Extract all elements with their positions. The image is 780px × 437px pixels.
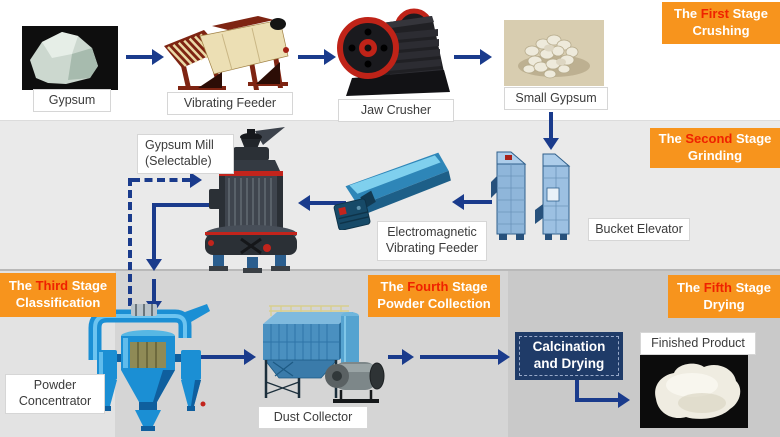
- label-line: Concentrator: [18, 394, 92, 409]
- powder-concentrator-image: [88, 304, 210, 431]
- stage-badge-third-line2: Classification: [15, 295, 101, 310]
- stage-badge-third: The Third Stage Classification: [0, 273, 116, 317]
- stage-badge-fifth: The Fifth Stage Drying: [668, 275, 780, 318]
- band-divider-2: [0, 269, 780, 271]
- label-electromagnetic-vibrating-feeder: Electromagnetic Vibrating Feeder: [377, 221, 487, 261]
- jaw-crusher-image: [337, 8, 450, 96]
- vibrating-feeder-image: [164, 16, 289, 90]
- stage-badge-first: The First Stage Crushing: [662, 2, 780, 44]
- label-line: Gypsum Mill: [145, 138, 214, 152]
- gypsum-image: [22, 26, 118, 90]
- label-powder-concentrator: Powder Concentrator: [5, 374, 105, 414]
- stage-badge-second-line2: Grinding: [687, 148, 743, 163]
- label-jaw-crusher: Jaw Crusher: [338, 99, 454, 123]
- label-bucket-elevator: Bucket Elevator: [588, 218, 690, 242]
- label-vibrating-feeder: Vibrating Feeder: [167, 92, 293, 116]
- label-small-gypsum: Small Gypsum: [504, 87, 608, 111]
- stage-badge-first-line1: The First Stage: [674, 6, 768, 22]
- label-gypsum-mill: Gypsum Mill (Selectable): [137, 134, 234, 174]
- gypsum-mill-image: [205, 127, 297, 273]
- label-finished-product: Finished Product: [640, 332, 756, 356]
- stage-badge-fourth-line1: The Fourth Stage: [380, 279, 488, 295]
- finished-product-image: [640, 355, 748, 428]
- calcination-line2: and Drying: [533, 356, 605, 371]
- label-dust-collector: Dust Collector: [258, 406, 368, 430]
- stage-badge-second-line1: The Second Stage: [658, 131, 772, 147]
- calcination-and-drying-box: Calcination and Drying: [515, 332, 623, 380]
- stage-badge-fourth-line2: Powder Collection: [377, 296, 491, 311]
- calcination-line1: Calcination: [532, 339, 606, 355]
- stage-badge-fifth-line1: The Fifth Stage: [677, 279, 771, 295]
- label-line: Powder: [33, 378, 77, 392]
- stage-badge-fifth-line2: Drying: [703, 296, 745, 312]
- label-line: (Selectable): [145, 154, 212, 169]
- stage-badge-fourth: The Fourth Stage Powder Collection: [368, 275, 500, 317]
- stage-badge-first-line2: Crushing: [692, 23, 750, 38]
- label-line: Electromagnetic: [387, 225, 477, 239]
- electromagnetic-vibrating-feeder-image: [333, 152, 451, 230]
- small-gypsum-image: [504, 20, 604, 86]
- stage-badge-third-line1: The Third Stage: [8, 278, 108, 294]
- stage-badge-second: The Second Stage Grinding: [650, 128, 780, 168]
- label-line: Vibrating Feeder: [385, 241, 479, 256]
- dust-collector-image: [263, 305, 385, 403]
- label-gypsum: Gypsum: [33, 89, 111, 113]
- bucket-elevator-image: [491, 151, 571, 240]
